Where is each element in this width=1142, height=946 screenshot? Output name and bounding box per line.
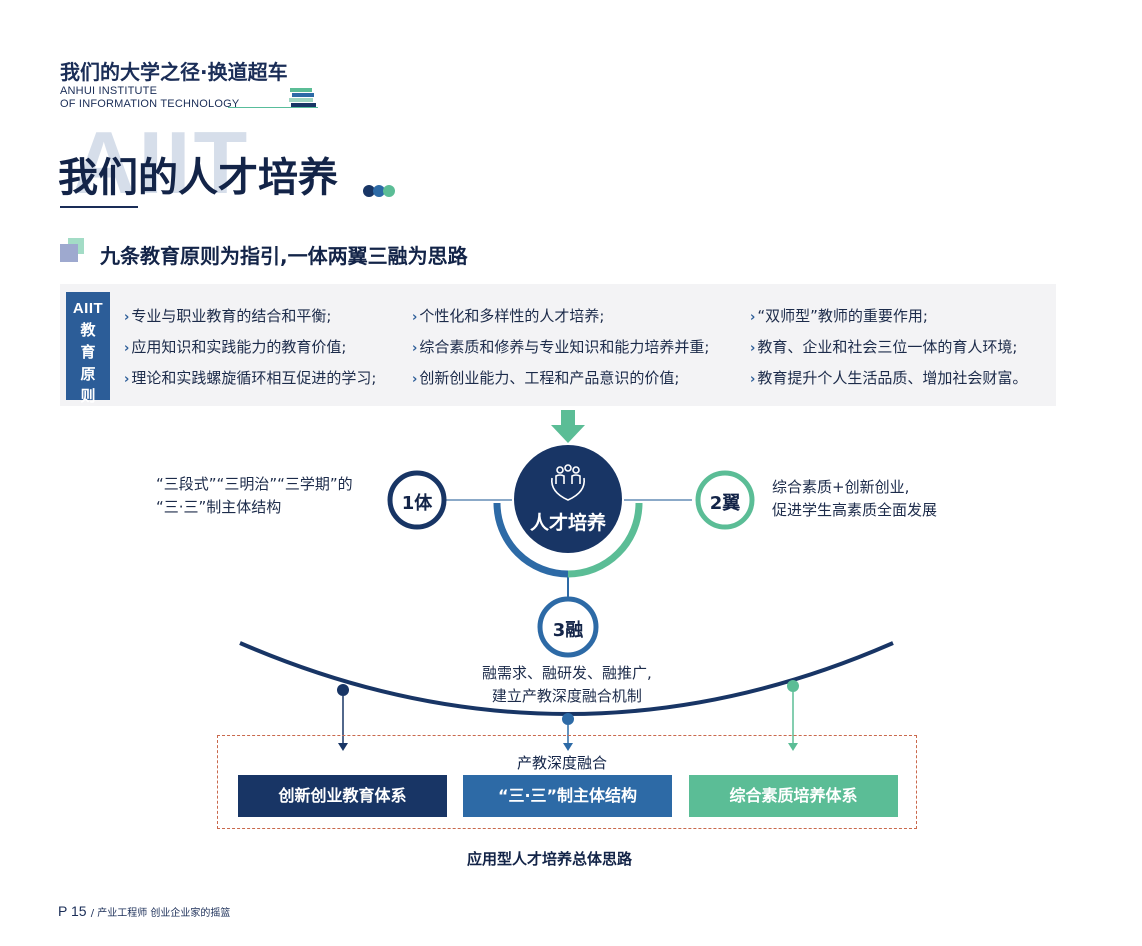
principle-item: ›专业与职业教育的结合和平衡; (124, 307, 332, 325)
header-underline (228, 107, 318, 108)
arc-dot-middle (562, 713, 574, 725)
center-label: 人才培养 (529, 512, 606, 534)
down-arrow-icon (551, 410, 585, 443)
system-box-innovation: 创新创业教育体系 (238, 775, 447, 817)
node-three-label: 3融 (552, 620, 584, 641)
diagram-caption: 应用型人才培养总体思路 (467, 850, 633, 868)
node-one-label: 1体 (401, 493, 433, 514)
principle-item: ›教育提升个人生活品质、增加社会财富。 (750, 369, 1028, 387)
arc-dot-left (337, 684, 349, 696)
institute-name: ANHUI INSTITUTE OF INFORMATION TECHNOLOG… (60, 85, 239, 111)
dots-icon (363, 185, 395, 197)
center-arc-green (567, 502, 643, 578)
principles-label-char: 教 (80, 321, 96, 339)
chevron-right-icon: › (412, 372, 418, 387)
node-two-label: 2翼 (709, 493, 741, 514)
system-box-quality: 综合素质培养体系 (689, 775, 898, 817)
chevron-right-icon: › (124, 310, 130, 325)
arrow-down-icon (563, 743, 573, 751)
chevron-right-icon: › (750, 372, 756, 387)
center-arc-blue (493, 502, 569, 578)
header-title: 我们的大学之径·换道超车 (60, 60, 288, 84)
title-underline (60, 206, 138, 208)
page-footer: P 15 / 产业工程师 创业企业家的摇篮 (58, 903, 230, 920)
principles-label-char: 则 (80, 387, 96, 405)
footer-text: / 产业工程师 创业企业家的摇篮 (90, 908, 231, 919)
principle-item: ›应用知识和实践能力的教育价值; (124, 338, 347, 356)
fusion-frame (217, 735, 917, 829)
fusion-title: 产教深度融合 (517, 754, 608, 772)
principle-item: ›个性化和多样性的人才培养; (412, 307, 605, 325)
node-three (537, 596, 599, 658)
section-heading: 九条教育原则为指引,一体两翼三融为思路 (100, 244, 468, 268)
institute-line-1: ANHUI INSTITUTE (60, 85, 158, 97)
section-marker-icon (60, 238, 84, 262)
principle-item: ›理论和实践螺旋循环相互促进的学习; (124, 369, 377, 387)
principles-label: AIIT 教 育 原 则 (66, 292, 110, 405)
arrow-down-icon (788, 743, 798, 751)
principle-item: ›创新创业能力、工程和产品意识的价值; (412, 369, 680, 387)
principle-item: ›“双师型”教师的重要作用; (750, 307, 928, 325)
people-hands-icon (551, 464, 585, 501)
principle-item: ›教育、企业和社会三位一体的育人环境; (750, 338, 1018, 356)
chevron-right-icon: › (124, 372, 130, 387)
chevron-right-icon: › (750, 341, 756, 356)
institute-line-2: OF INFORMATION TECHNOLOGY (60, 98, 240, 110)
chevron-right-icon: › (750, 310, 756, 325)
chevron-right-icon: › (412, 310, 418, 325)
page-number: P 15 (58, 903, 87, 919)
center-node (514, 445, 622, 553)
node-one (387, 470, 447, 530)
books-icon (289, 88, 316, 107)
node-one-description: “三段式”“三明治”“三学期”的 “三·三”制主体结构 (156, 475, 353, 516)
node-three-description: 融需求、融研发、融推广, 建立产教深度融合机制 (482, 664, 652, 705)
principles-label-char: 原 (80, 365, 96, 383)
system-box-structure: “三·三”制主体结构 (463, 775, 672, 817)
principles-label-char: 育 (80, 343, 96, 361)
principles-label-brand: AIIT (72, 300, 104, 317)
aiit-watermark: AIIT (72, 113, 251, 212)
chevron-right-icon: › (412, 341, 418, 356)
arrow-down-icon (338, 743, 348, 751)
node-two-description: 综合素质+创新创业, 促进学生高素质全面发展 (772, 478, 938, 519)
page-title: 我们的人才培养 (58, 155, 338, 201)
principles-panel (60, 284, 1056, 406)
chevron-right-icon: › (124, 341, 130, 356)
node-two (695, 470, 755, 530)
principle-item: ›综合素质和修养与专业知识和能力培养并重; (412, 338, 710, 356)
arc-dot-right (787, 680, 799, 692)
